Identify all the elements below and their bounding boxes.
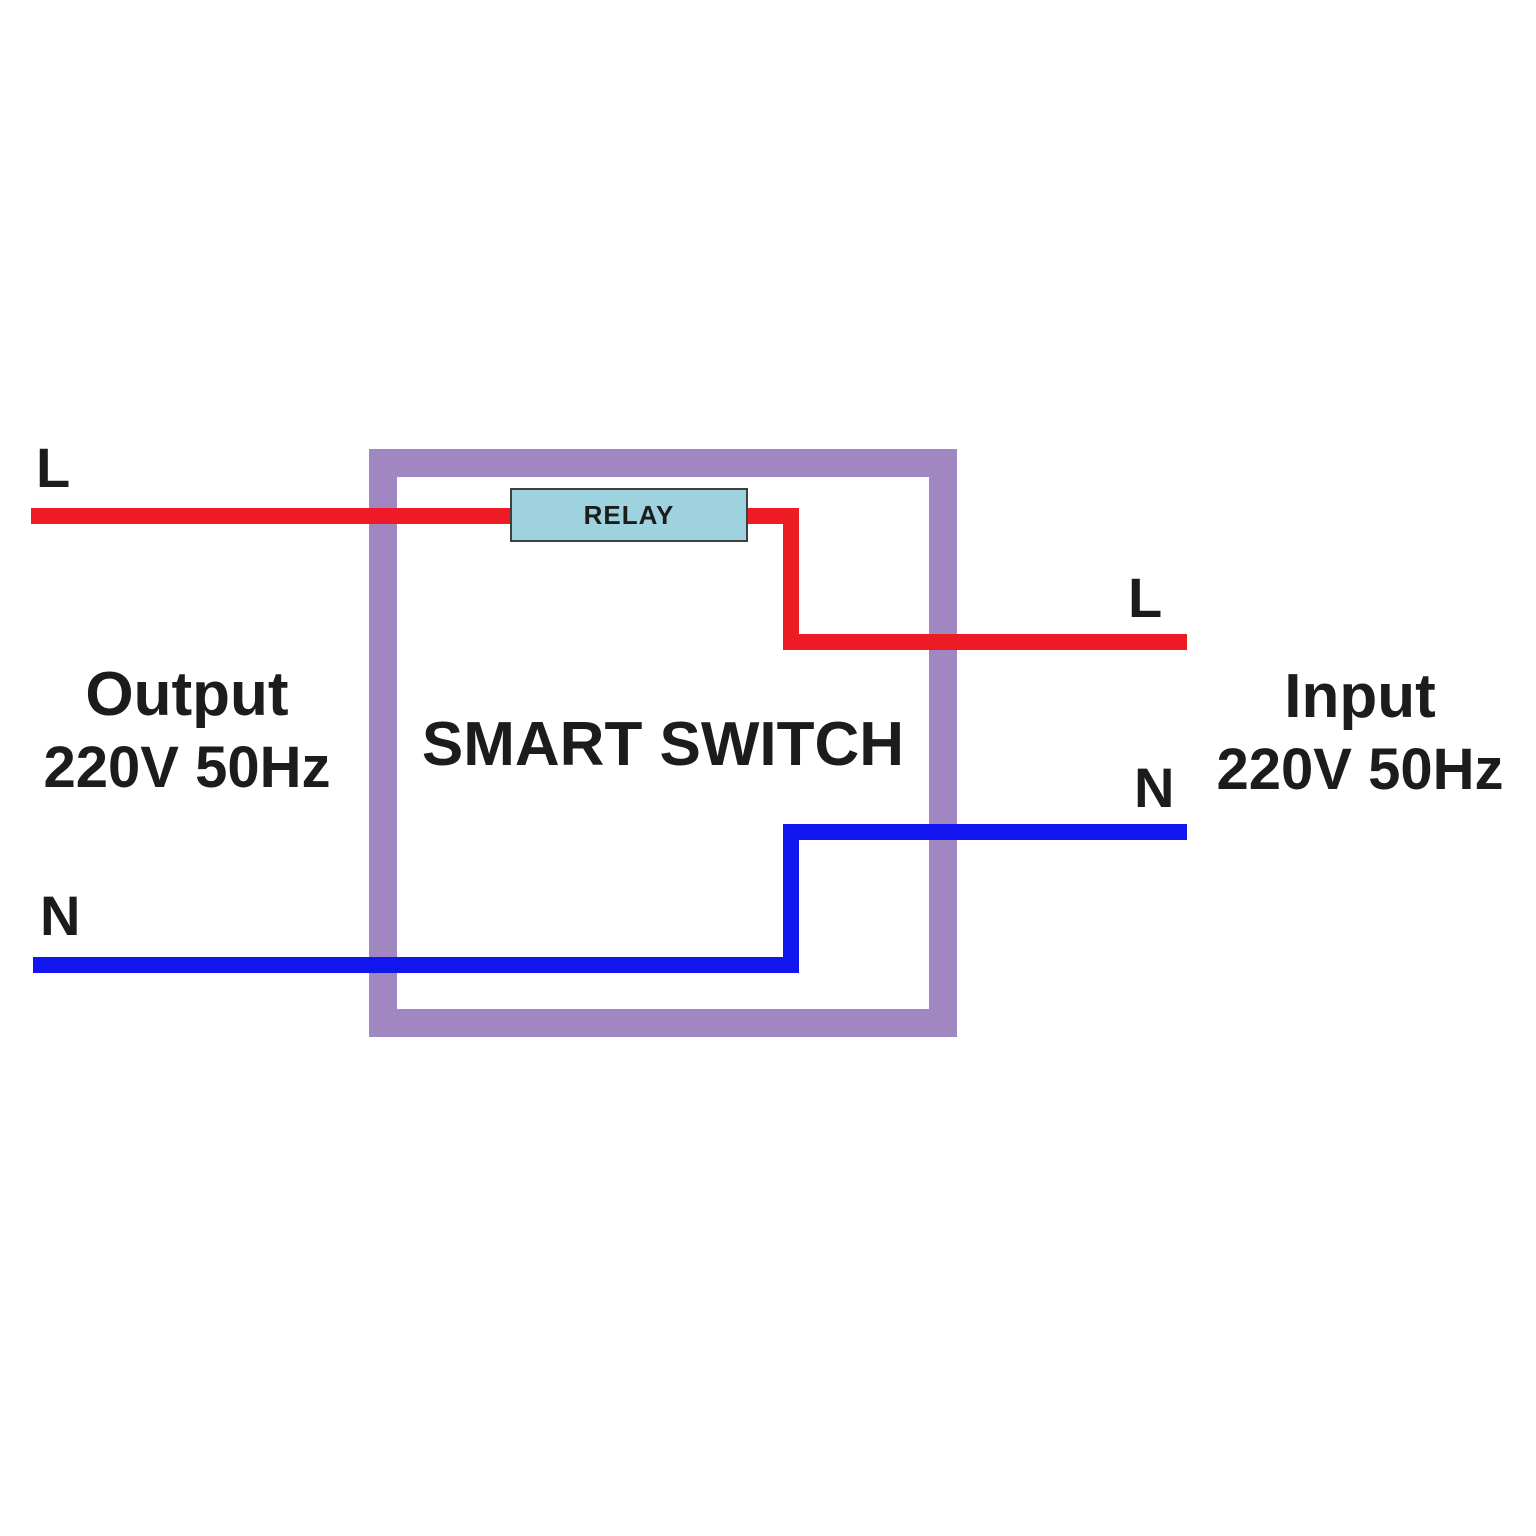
input-neutral-terminal-label: N bbox=[1134, 756, 1175, 819]
relay-box: RELAY bbox=[510, 488, 748, 542]
smart-switch-title: SMART SWITCH bbox=[421, 709, 905, 779]
input-live-terminal-label: L bbox=[1128, 566, 1163, 629]
output-caption-title: Output bbox=[85, 660, 289, 729]
output-neutral-terminal-label: N bbox=[40, 884, 81, 947]
input-caption: Input 220V 50Hz bbox=[1182, 660, 1536, 806]
output-caption: Output 220V 50Hz bbox=[6, 658, 368, 804]
smart-switch-enclosure: SMART SWITCH bbox=[369, 449, 957, 1037]
live-wire-output-segment bbox=[31, 508, 511, 524]
output-live-terminal-label: L bbox=[36, 436, 71, 499]
input-caption-title: Input bbox=[1284, 662, 1436, 731]
neutral-wire-vertical-segment bbox=[783, 824, 799, 973]
neutral-wire-output-segment bbox=[33, 957, 799, 973]
input-caption-rating: 220V 50Hz bbox=[1216, 737, 1504, 802]
relay-label: RELAY bbox=[583, 499, 675, 530]
live-wire-input-segment bbox=[783, 634, 1187, 650]
live-wire-vertical-segment bbox=[783, 508, 799, 650]
output-caption-rating: 220V 50Hz bbox=[43, 735, 331, 800]
neutral-wire-input-segment bbox=[783, 824, 1187, 840]
